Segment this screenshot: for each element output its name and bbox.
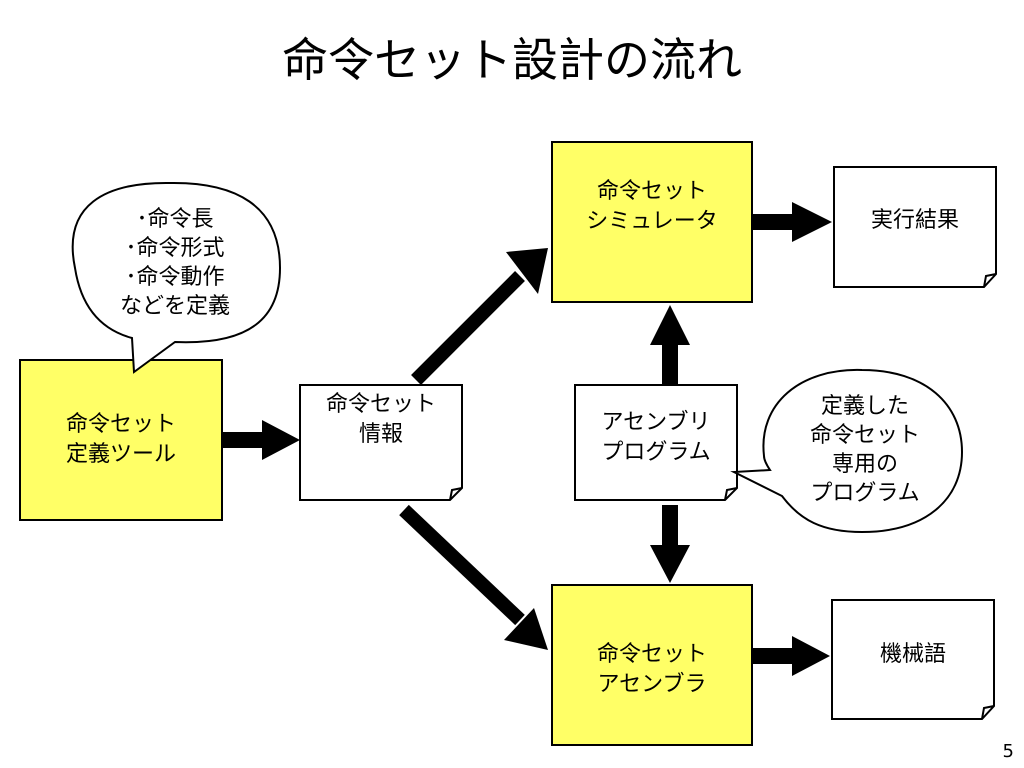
definition-callout-line-1: ･命令長 — [136, 207, 214, 232]
machine-code-label: 機械語 — [832, 630, 994, 680]
define-tool-label: 命令セット 定義ツール — [20, 360, 222, 520]
info-line-2: 情報 — [358, 422, 403, 447]
definition-callout-line-3: ･命令動作 — [125, 265, 225, 290]
define-tool-line-2: 定義ツール — [65, 442, 176, 467]
simulator-box — [551, 141, 753, 303]
result-line-1: 実行結果 — [870, 208, 959, 233]
program-callout-line-2: 命令セット — [809, 423, 920, 448]
assembler-label: 命令セット アセンブラ — [552, 605, 752, 735]
page-number: 5 — [1002, 741, 1014, 762]
machine-code-doc — [831, 599, 995, 720]
definition-callout-text: ･命令長 ･命令形式 ･命令動作 などを定義 — [100, 196, 250, 330]
result-doc — [833, 166, 997, 288]
asm-program-label: アセンブリ プログラム — [575, 388, 737, 488]
assembler-line-2: アセンブラ — [597, 672, 707, 697]
simulator-line-2: シミュレータ — [586, 209, 718, 234]
asm-program-line-2: プログラム — [601, 440, 711, 465]
simulator-label: 命令セット シミュレータ — [552, 142, 752, 272]
arrows — [222, 202, 832, 676]
arrow-info-to-simulator-head — [506, 248, 548, 294]
program-callout-text: 定義した 命令セット 専用の プログラム — [780, 383, 950, 517]
simulator-line-1: 命令セット — [596, 179, 707, 204]
asm-program-line-1: アセンブリ — [601, 410, 711, 435]
define-tool-line-1: 命令セット — [65, 412, 176, 437]
arrow-info-to-simulator-shaft — [411, 271, 525, 385]
program-callout-line-3: 専用の — [831, 452, 898, 477]
program-callout-bubble — [730, 368, 964, 534]
definition-callout-bubble — [71, 181, 282, 374]
result-label: 実行結果 — [834, 196, 996, 246]
arrow-program-to-assembler — [650, 505, 690, 583]
machine-code-line-1: 機械語 — [879, 642, 946, 667]
info-line-1: 命令セット — [325, 392, 436, 417]
program-doc — [574, 384, 738, 501]
page-title: 命令セット設計の流れ — [282, 33, 742, 87]
assembler-line-1: 命令セット — [596, 642, 707, 667]
arrow-program-to-simulator — [650, 305, 690, 385]
info-label: 命令セット 情報 — [300, 390, 462, 490]
program-callout-line-1: 定義した — [820, 394, 909, 419]
arrow-sim-to-result — [752, 202, 832, 242]
assembler-box — [551, 584, 753, 746]
arrow-asm-to-machine-code — [752, 636, 830, 676]
arrow-info-to-assembler-head — [504, 608, 548, 650]
info-doc — [299, 384, 463, 501]
arrow-info-to-assembler-shaft — [399, 504, 525, 626]
define-tool-box — [19, 359, 223, 521]
definition-callout-line-4: などを定義 — [119, 294, 230, 319]
definition-callout-line-2: ･命令形式 — [125, 236, 225, 261]
arrow-tool-to-info — [222, 420, 300, 460]
program-callout-line-4: プログラム — [810, 481, 920, 506]
